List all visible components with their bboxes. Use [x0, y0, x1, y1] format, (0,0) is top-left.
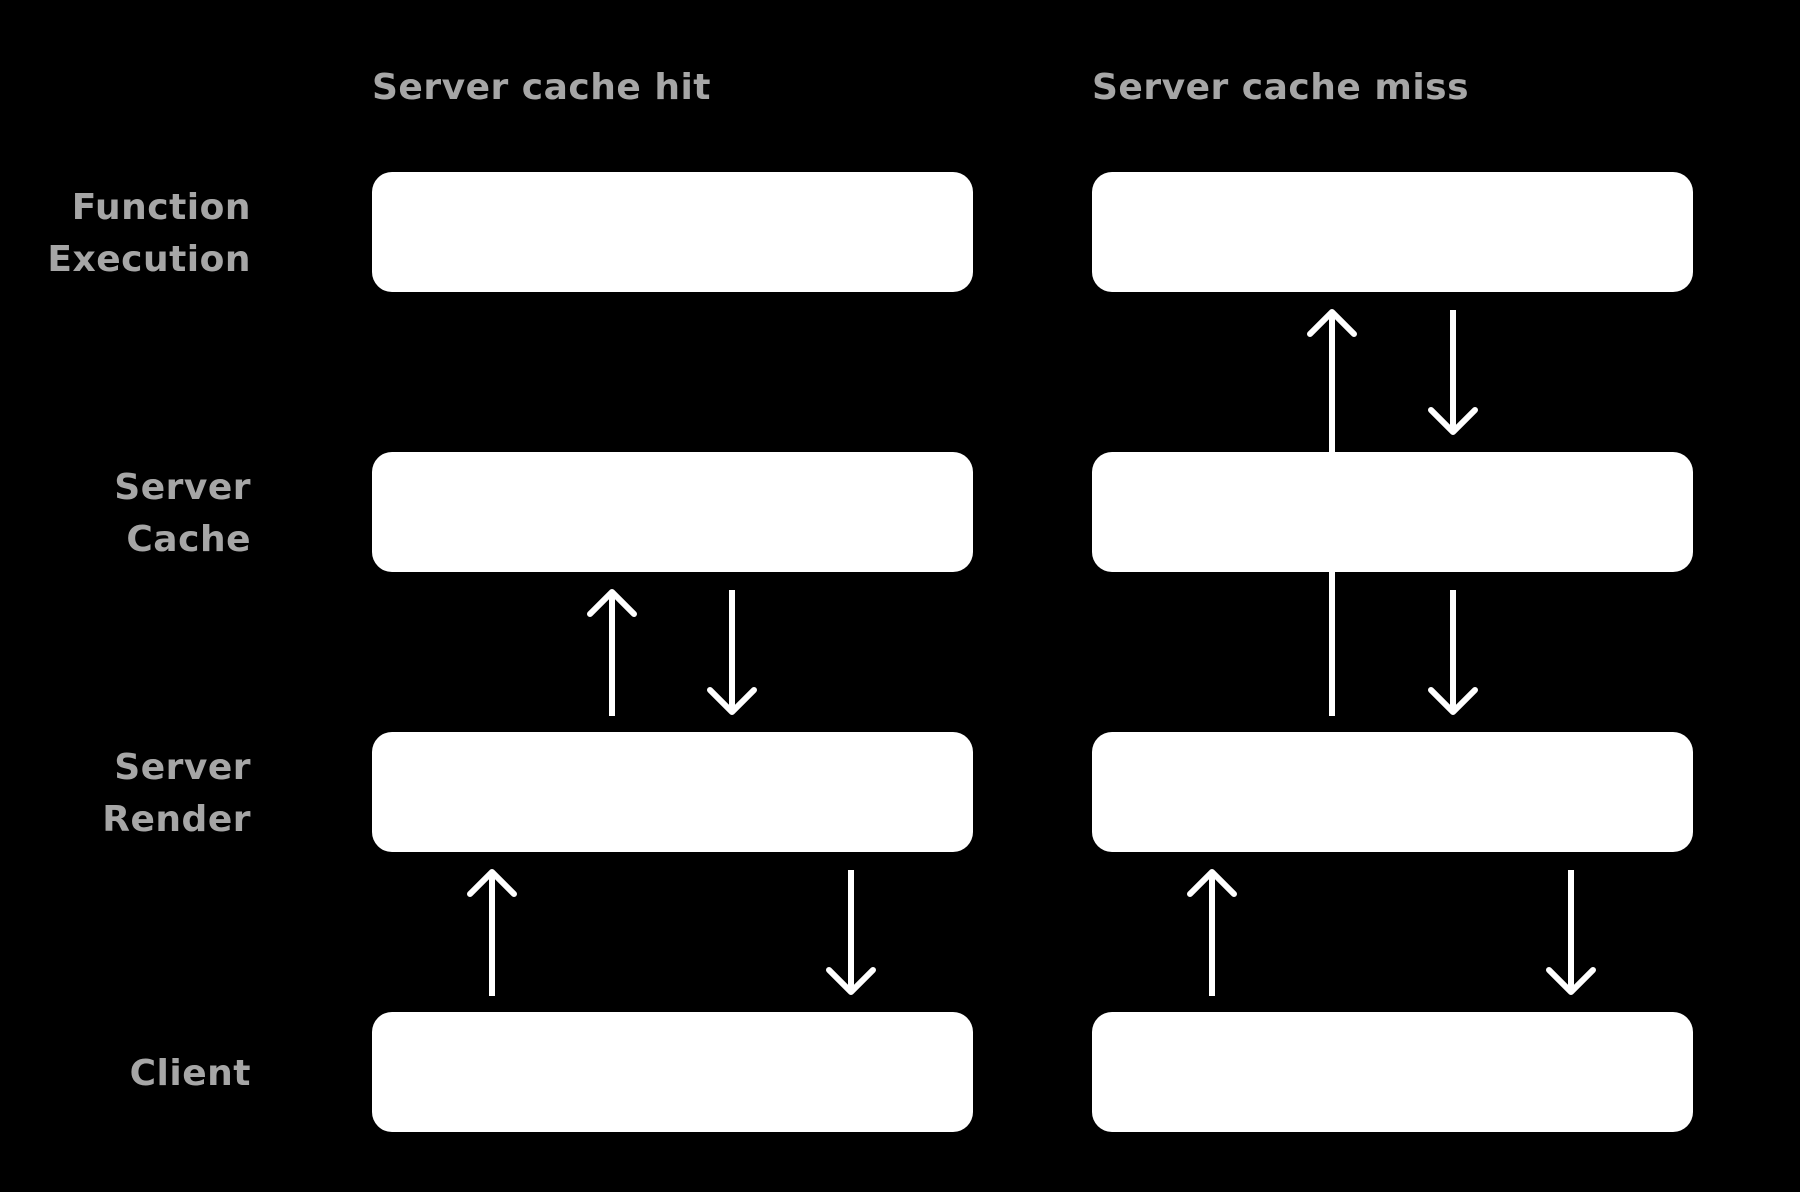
miss-render-to-function-arrow-up [1307, 309, 1357, 716]
miss-render-to-client-arrow-down [1546, 870, 1596, 995]
row-label-server-render-line-2: Render [102, 799, 251, 840]
row-label-server-cache-line-2: Cache [126, 519, 251, 560]
row-label-server-cache-line-1: Server [114, 467, 251, 508]
hit-cache-to-render-arrow-down [707, 590, 757, 715]
row-label-function-line-2: Execution [47, 239, 251, 280]
miss-cache-to-render-arrow-down [1428, 590, 1478, 715]
hit-render-to-client-arrow-down [826, 870, 876, 995]
miss-client-to-render-arrow-up [1187, 869, 1237, 996]
miss-function-to-cache-arrow-down [1428, 310, 1478, 435]
row-label-function-line-1: Function [72, 187, 251, 228]
hit-server-cache-box [372, 452, 973, 572]
column-title-cache-hit: Server cache hit [372, 67, 711, 108]
miss-server-cache-box [1092, 452, 1693, 572]
miss-function-execution-box [1092, 172, 1693, 292]
hit-server-render-box [372, 732, 973, 852]
miss-server-render-box [1092, 732, 1693, 852]
column-title-cache-miss: Server cache miss [1092, 67, 1469, 108]
hit-function-execution-box [372, 172, 973, 292]
row-label-client: Client [130, 1053, 251, 1094]
miss-client-box [1092, 1012, 1693, 1132]
hit-client-box [372, 1012, 973, 1132]
hit-render-to-cache-arrow-up [587, 589, 637, 716]
hit-client-to-render-arrow-up [467, 869, 517, 996]
row-label-server-render-line-1: Server [114, 747, 251, 788]
